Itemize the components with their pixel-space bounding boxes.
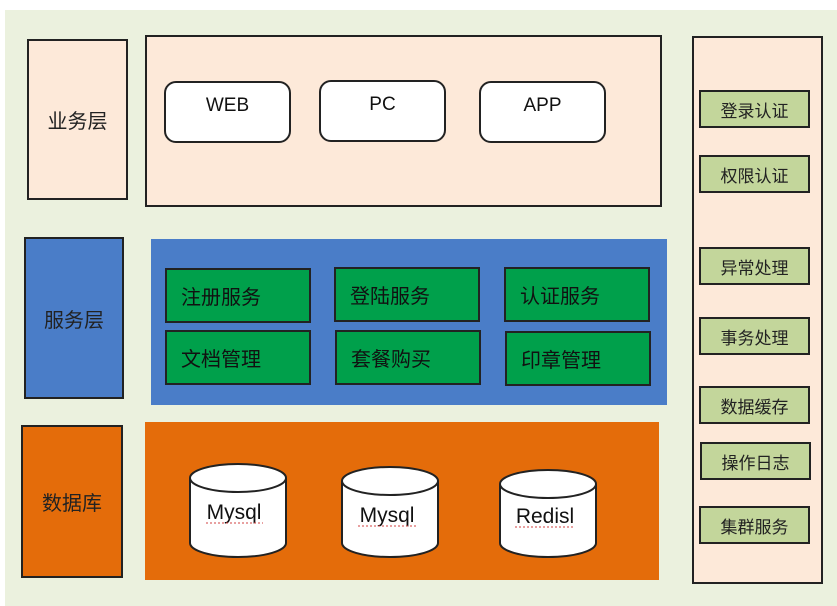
database-cylinder-redis: Redisl: [499, 469, 597, 558]
database-layer-label: 数据库: [21, 425, 123, 578]
service-docs: 文档管理: [165, 330, 311, 385]
service-auth: 认证服务: [504, 267, 650, 322]
database-layer-text: 数据库: [42, 491, 102, 515]
service-login: 登陆服务: [334, 267, 480, 322]
service-register: 注册服务: [165, 268, 311, 323]
service-seal: 印章管理: [505, 331, 651, 386]
side-item-exception: 异常处理: [699, 247, 810, 285]
database-label-redis: Redisl: [516, 505, 574, 528]
business-layer-text: 业务层: [47, 109, 108, 133]
service-layer-label: 服务层: [24, 237, 124, 399]
side-item-log: 操作日志: [700, 442, 811, 480]
database-cylinder-mysql-1: Mysql: [189, 463, 287, 558]
business-layer-label: 业务层: [27, 39, 128, 200]
client-web: WEB: [164, 81, 291, 143]
side-item-transaction: 事务处理: [699, 317, 810, 355]
database-label-mysql-2: Mysql: [360, 504, 415, 527]
service-layer-text: 服务层: [44, 307, 104, 332]
service-package: 套餐购买: [335, 330, 481, 385]
client-pc: PC: [319, 80, 446, 142]
database-cylinder-mysql-2: Mysql: [341, 466, 439, 558]
database-label-mysql-1: Mysql: [207, 501, 262, 524]
client-app: APP: [479, 81, 606, 143]
side-item-login-auth: 登录认证: [699, 90, 810, 128]
side-item-permission-auth: 权限认证: [699, 155, 810, 193]
side-item-cluster: 集群服务: [699, 506, 810, 544]
side-item-cache: 数据缓存: [699, 386, 810, 424]
